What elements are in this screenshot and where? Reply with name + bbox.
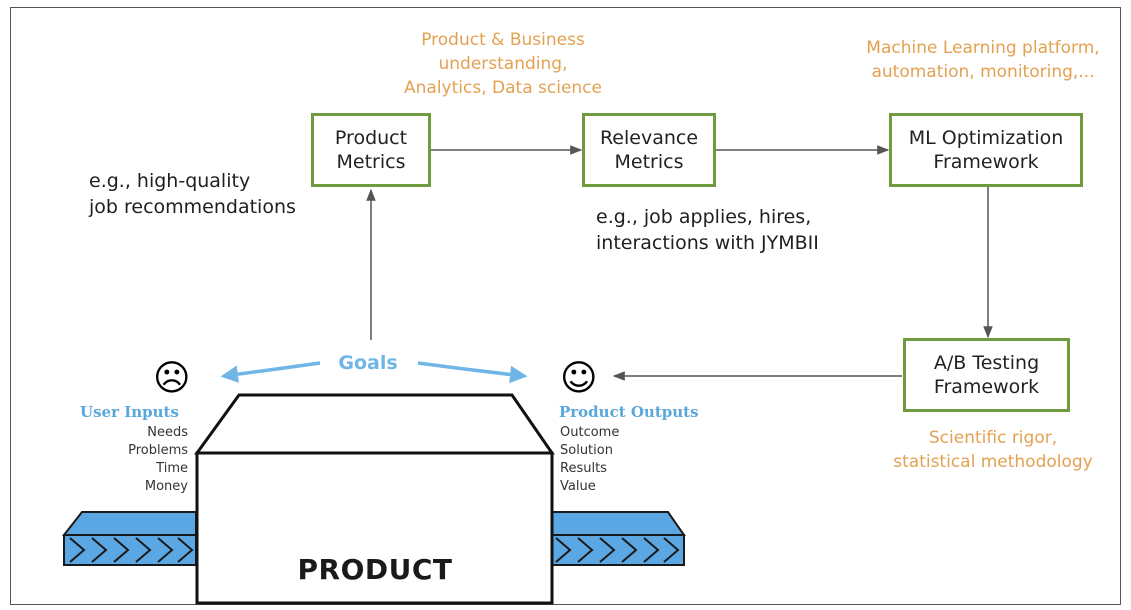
box-line: Relevance [599, 127, 699, 149]
box-line: Product [334, 127, 408, 149]
example-line: job recommendations [89, 196, 296, 218]
box-line: Framework [933, 376, 1040, 398]
goals-label: Goals [338, 352, 398, 374]
relevance-metrics-box: Relevance Metrics [582, 113, 716, 187]
box-line: ML Optimization [908, 127, 1064, 149]
note-line: understanding, [438, 54, 568, 74]
product-business-note: Product & Business understanding, Analyt… [378, 28, 628, 100]
product-outputs-list: Outcome Solution Results Value [560, 424, 619, 496]
list-item: Time [156, 461, 188, 476]
list-item: Money [144, 479, 188, 494]
list-item: Problems [128, 443, 188, 458]
user-inputs-title: User Inputs [80, 403, 179, 421]
note-line: automation, monitoring,... [871, 62, 1095, 82]
note-line: statistical methodology [893, 452, 1093, 472]
list-item: Outcome [560, 425, 620, 440]
note-line: Scientific rigor, [928, 428, 1058, 448]
list-item: Needs [147, 425, 188, 440]
list-item: Value [560, 479, 596, 494]
product-box [194, 393, 555, 605]
box-line: A/B Testing [933, 352, 1040, 374]
product-label: PRODUCT [297, 553, 453, 586]
note-line: Analytics, Data science [404, 78, 602, 98]
goals-arrow-left [220, 361, 321, 383]
list-item: Solution [560, 443, 613, 458]
list-item: Results [560, 461, 607, 476]
example-line: e.g., high-quality [89, 170, 251, 192]
note-line: Product & Business [421, 30, 585, 50]
scientific-note: Scientific rigor, statistical methodolog… [868, 426, 1118, 474]
sad-face-icon: ☹ [153, 358, 191, 399]
goals-arrow-right [417, 361, 528, 384]
relevance-metrics-example: e.g., job applies, hires, interactions w… [596, 204, 819, 256]
user-inputs-list: Needs Problems Time Money [90, 424, 188, 496]
happy-face-icon: ☺ [560, 358, 598, 399]
product-metrics-box: Product Metrics [311, 113, 431, 187]
ml-platform-note: Machine Learning platform, automation, m… [843, 36, 1123, 84]
ml-optimization-box: ML Optimization Framework [889, 113, 1083, 187]
figure-border [10, 7, 1121, 605]
conveyor-right [551, 511, 686, 566]
box-line: Framework [933, 151, 1039, 173]
conveyor-left [61, 511, 197, 566]
box-line: Metrics [614, 151, 684, 173]
ab-testing-box: A/B Testing Framework [903, 338, 1070, 412]
product-metrics-example: e.g., high-quality job recommendations [89, 168, 296, 220]
example-line: e.g., job applies, hires, [596, 206, 812, 228]
example-line: interactions with JYMBII [596, 232, 819, 254]
note-line: Machine Learning platform, [866, 38, 1100, 58]
product-outputs-title: Product Outputs [559, 403, 699, 421]
box-line: Metrics [336, 151, 406, 173]
